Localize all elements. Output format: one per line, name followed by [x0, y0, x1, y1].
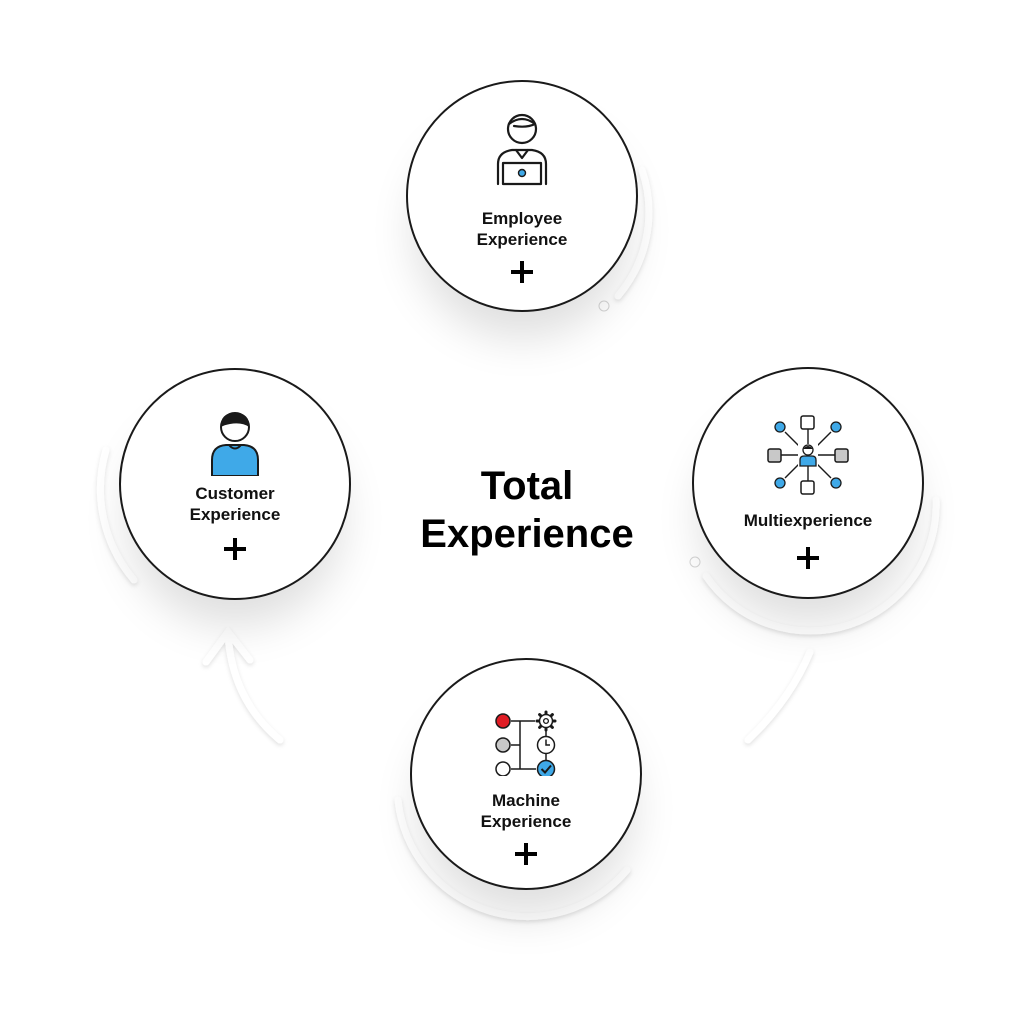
workflow-icon	[495, 710, 557, 776]
dot-employee	[598, 300, 610, 312]
plus-icon	[515, 843, 537, 865]
employee-experience-node: Employee Experience	[406, 80, 638, 312]
plus-icon	[797, 547, 819, 569]
employee-experience-label: Employee Experience	[476, 209, 568, 249]
multiexperience-node: Multiexperience	[692, 367, 924, 599]
multiexperience-label: Multiexperience	[743, 511, 873, 530]
arc-employee-right	[614, 166, 653, 300]
customer-person-icon	[211, 412, 259, 476]
arc-lower-right	[744, 648, 814, 744]
employee-laptop-icon	[496, 113, 548, 186]
arrow-head	[202, 626, 254, 666]
arc-multi-bottom	[702, 496, 940, 635]
arc-machine-bottom	[394, 796, 631, 921]
network-hub-icon	[767, 415, 849, 495]
machine-experience-node: Machine Experience	[410, 658, 642, 890]
plus-icon	[224, 538, 246, 560]
arc-lower-left	[224, 630, 284, 744]
total-experience-title: Total Experience	[420, 464, 634, 556]
dot-multi	[689, 556, 701, 568]
arc-customer-left	[96, 446, 138, 584]
customer-experience-label: Customer Experience	[189, 484, 281, 524]
machine-experience-label: Machine Experience	[480, 791, 572, 831]
customer-experience-node: Customer Experience	[119, 368, 351, 600]
plus-icon	[511, 261, 533, 283]
